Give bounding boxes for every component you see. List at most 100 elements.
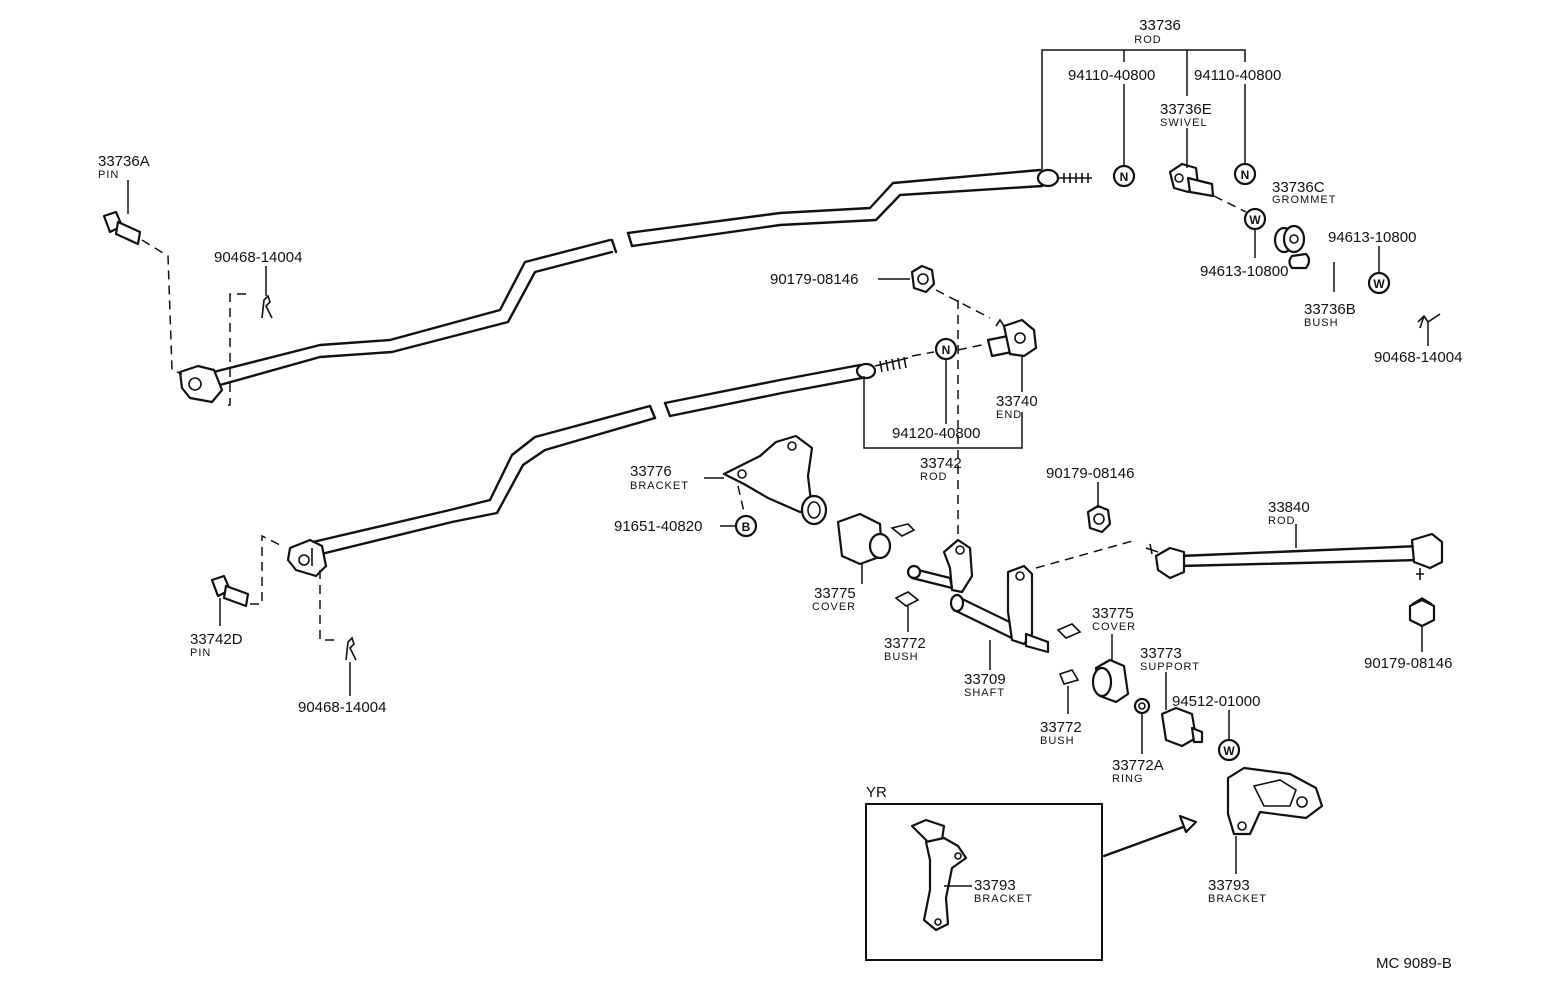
cover-33775-right [1091,658,1130,704]
svg-text:90468-14004: 90468-14004 [214,249,302,266]
svg-text:33736E: 33736E [1160,101,1212,118]
svg-text:33736A: 33736A [98,153,150,170]
svg-text:33775: 33775 [1092,605,1134,622]
svg-text:ROD: ROD [1134,34,1161,46]
inset-label-yr: YR [866,784,887,801]
callout-91651: 91651-40820 [614,518,702,535]
callout-94120: 94120-40800 [892,425,980,442]
svg-text:33775: 33775 [814,585,856,602]
svg-text:33709: 33709 [964,671,1006,688]
rod-33840 [1145,532,1444,580]
svg-text:90179-08146: 90179-08146 [1046,465,1134,482]
svg-text:BRACKET: BRACKET [630,480,689,492]
end-dash-line [911,343,987,357]
callout-90179-right: 90179-08146 [1364,655,1452,672]
washer-w-symbol-3: W [1217,738,1241,762]
callout-33740: 33740 END [996,393,1038,421]
svg-text:W: W [1373,277,1385,291]
callout-33742d: 33742D PIN [190,631,243,659]
bracket-dash-line [737,485,745,513]
callout-94613-a: 94613-10800 [1328,229,1416,246]
callout-94512: 94512-01000 [1172,693,1260,710]
svg-text:94512-01000: 94512-01000 [1172,693,1260,710]
svg-text:33740: 33740 [996,393,1038,410]
svg-text:SWIVEL: SWIVEL [1160,117,1208,129]
bush-33736b [1288,252,1311,270]
svg-text:PIN: PIN [98,169,119,181]
callout-33776: 33776 BRACKET [630,463,689,492]
svg-text:END: END [996,409,1022,421]
callout-90179-middle: 90179-08146 [1046,465,1134,482]
svg-text:COVER: COVER [1092,621,1136,633]
callout-90468-top: 90468-14004 [214,249,302,266]
callout-33736a: 33736A PIN [98,153,150,181]
callout-94110-b: 94110-40800 [1194,67,1281,84]
svg-text:90179-08146: 90179-08146 [1364,655,1452,672]
shaft-dash-line [1035,539,1137,569]
bracket-33793 [1226,766,1324,836]
bush-33772-right-part [1056,623,1082,685]
svg-text:33793: 33793 [974,877,1016,894]
svg-text:33742D: 33742D [190,631,243,648]
callout-90468-right: 90468-14004 [1374,349,1462,366]
grommet-33736c [1273,224,1306,254]
pin-dash-line [141,239,183,375]
swivel-33736e [1168,162,1215,198]
callout-33840: 33840 ROD [1268,499,1310,527]
lower-pin-dash-line [250,534,283,605]
svg-text:SUPPORT: SUPPORT [1140,661,1200,673]
nut-n-symbol-3: N [934,337,958,361]
callout-33772-right: 33772 BUSH [1040,719,1082,747]
clip-90468-top [261,294,273,319]
ring-33772a [1133,697,1151,715]
callout-33793: 33793 BRACKET [1208,877,1266,905]
callout-33736: 33736 ROD [1134,17,1181,46]
clip-lower-dash-line [319,570,336,641]
svg-text:33736C: 33736C [1272,179,1325,196]
svg-text:SHAFT: SHAFT [964,687,1005,699]
rod-33736 [178,168,1092,404]
figure-code: MC 9089-B [1376,955,1452,972]
rod-33742 [286,356,909,578]
clip-90468-right [1417,313,1441,329]
svg-text:91651-40820: 91651-40820 [614,518,702,535]
cover-33775-left [836,512,892,566]
inset-box-yr [865,803,1103,961]
shaft-33709 [906,538,1050,654]
clip-top-dash-line [226,293,246,406]
callout-33772-left: 33772 BUSH [884,635,926,663]
nut-upper-dash-line [935,289,991,319]
svg-text:94120-40800: 94120-40800 [892,425,980,442]
svg-text:33736B: 33736B [1304,301,1356,318]
svg-text:BUSH: BUSH [884,651,919,663]
callout-33709: 33709 SHAFT [964,671,1006,699]
svg-text:BRACKET: BRACKET [974,893,1033,905]
washer-w-symbol-1: W [1243,207,1267,231]
svg-text:PIN: PIN [190,647,211,659]
svg-text:ROD: ROD [1268,515,1295,527]
svg-text:90468-14004: 90468-14004 [1374,349,1462,366]
svg-text:94110-40800: 94110-40800 [1194,67,1281,84]
clip-90468-bottom [345,636,357,661]
washer-w-symbol-2: W [1367,271,1391,295]
svg-text:33793: 33793 [1208,877,1250,894]
end-33740 [986,318,1038,358]
pin-33742d [210,574,250,608]
svg-text:33776: 33776 [630,463,672,480]
svg-text:94613-10800: 94613-10800 [1200,263,1288,280]
callout-90468-bottom: 90468-14004 [298,699,386,716]
callout-33775-left: 33775 COVER [812,585,856,613]
callout-33773: 33773 SUPPORT [1140,645,1200,673]
svg-text:90468-14004: 90468-14004 [298,699,386,716]
svg-text:33772A: 33772A [1112,757,1164,774]
callout-33772a: 33772A RING [1112,757,1164,785]
nut-90179-right [1408,597,1436,628]
nut-n-symbol-2: N [1233,162,1257,186]
svg-text:94613-10800: 94613-10800 [1328,229,1416,246]
bush-33772-left-part [890,523,920,607]
pin-33736a [102,210,142,246]
support-33773 [1160,706,1204,748]
callout-33775-right: 33775 COVER [1092,605,1136,633]
svg-text:B: B [742,520,751,534]
svg-text:33773: 33773 [1140,645,1182,662]
